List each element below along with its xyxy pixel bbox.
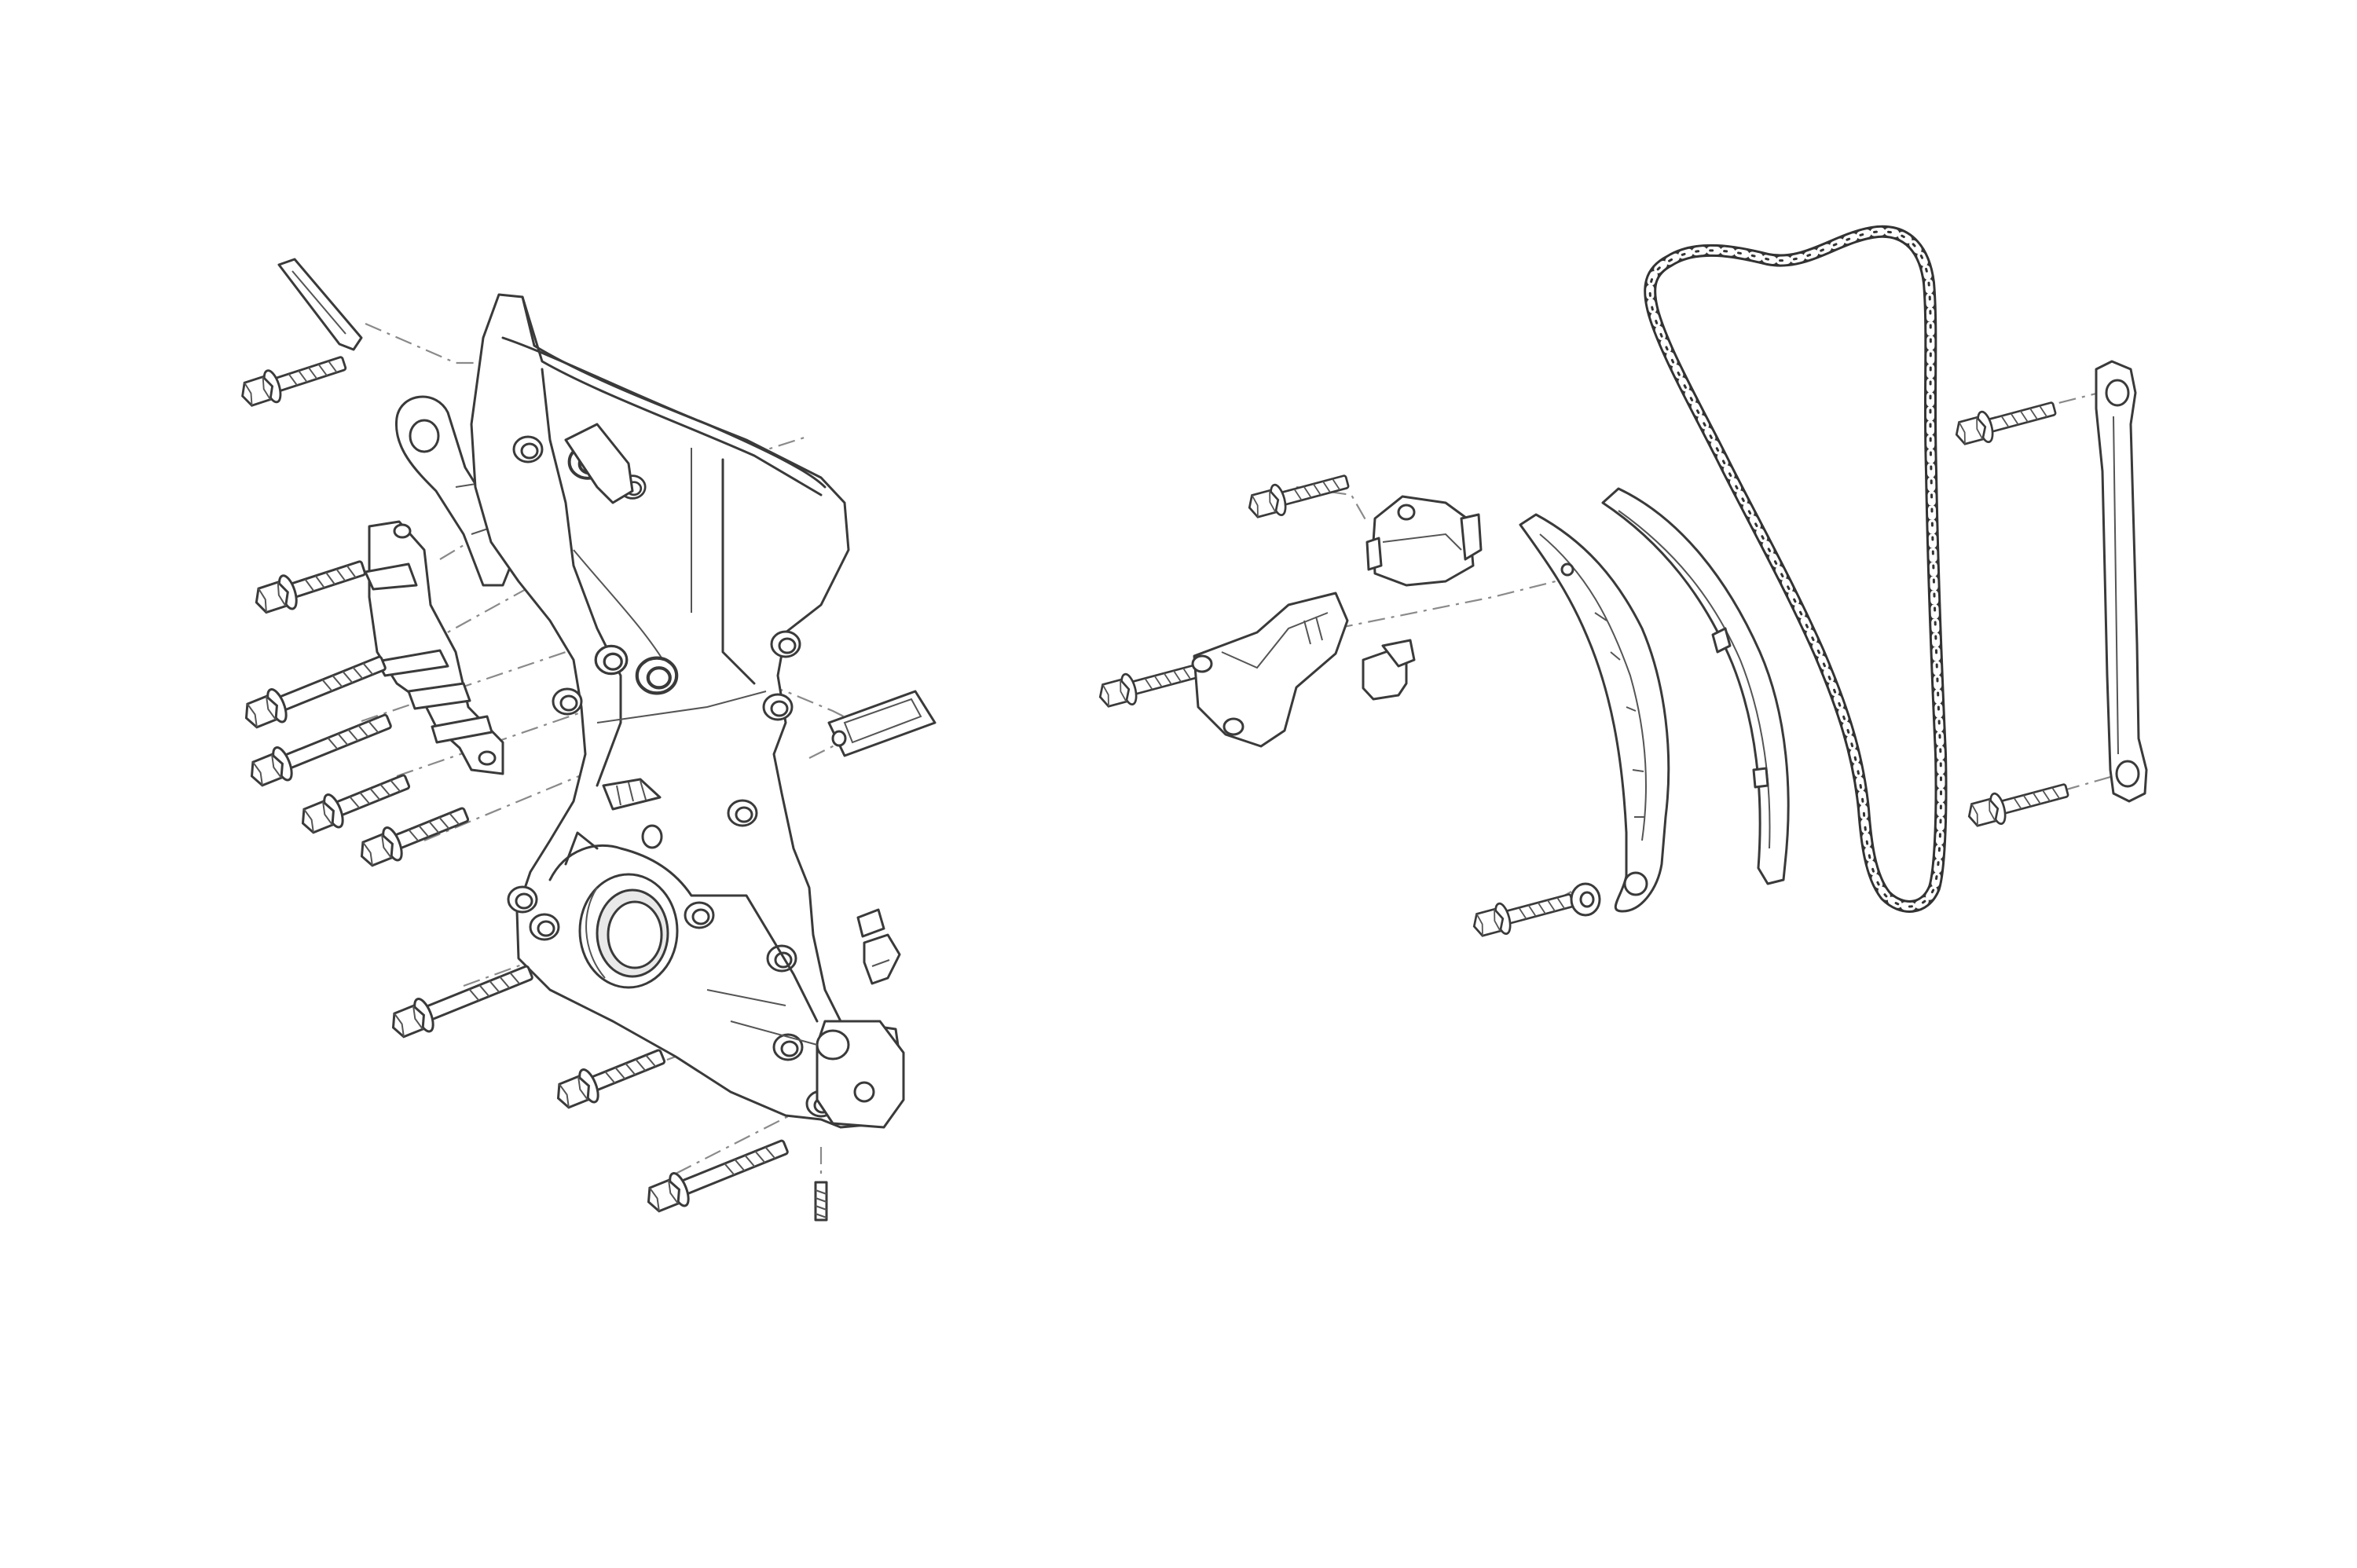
alignment-plate bbox=[364, 520, 504, 775]
clip-bolt bbox=[236, 346, 350, 413]
cover-gasket-plate bbox=[827, 690, 937, 757]
chain-tensioner bbox=[1365, 495, 1483, 587]
front-cover bbox=[470, 293, 905, 1129]
bracket-bolt bbox=[1094, 654, 1204, 713]
guide-rail-bolts bbox=[1951, 392, 2073, 833]
tensioner-guide-arm bbox=[1519, 513, 1670, 913]
oil-pressure-sensor bbox=[856, 908, 901, 985]
upper-guide-rail bbox=[2095, 360, 2148, 803]
pivot-bolt bbox=[1468, 884, 1578, 943]
timing-chain bbox=[1644, 225, 1948, 913]
stud bbox=[814, 1181, 828, 1222]
tensioner-shoe bbox=[1362, 639, 1416, 701]
washer bbox=[1570, 882, 1601, 917]
clip-part bbox=[277, 258, 363, 351]
chain-guide bbox=[1601, 487, 1790, 885]
tensioner-cover bbox=[1191, 592, 1349, 748]
tensioner-bolt bbox=[1244, 465, 1353, 524]
